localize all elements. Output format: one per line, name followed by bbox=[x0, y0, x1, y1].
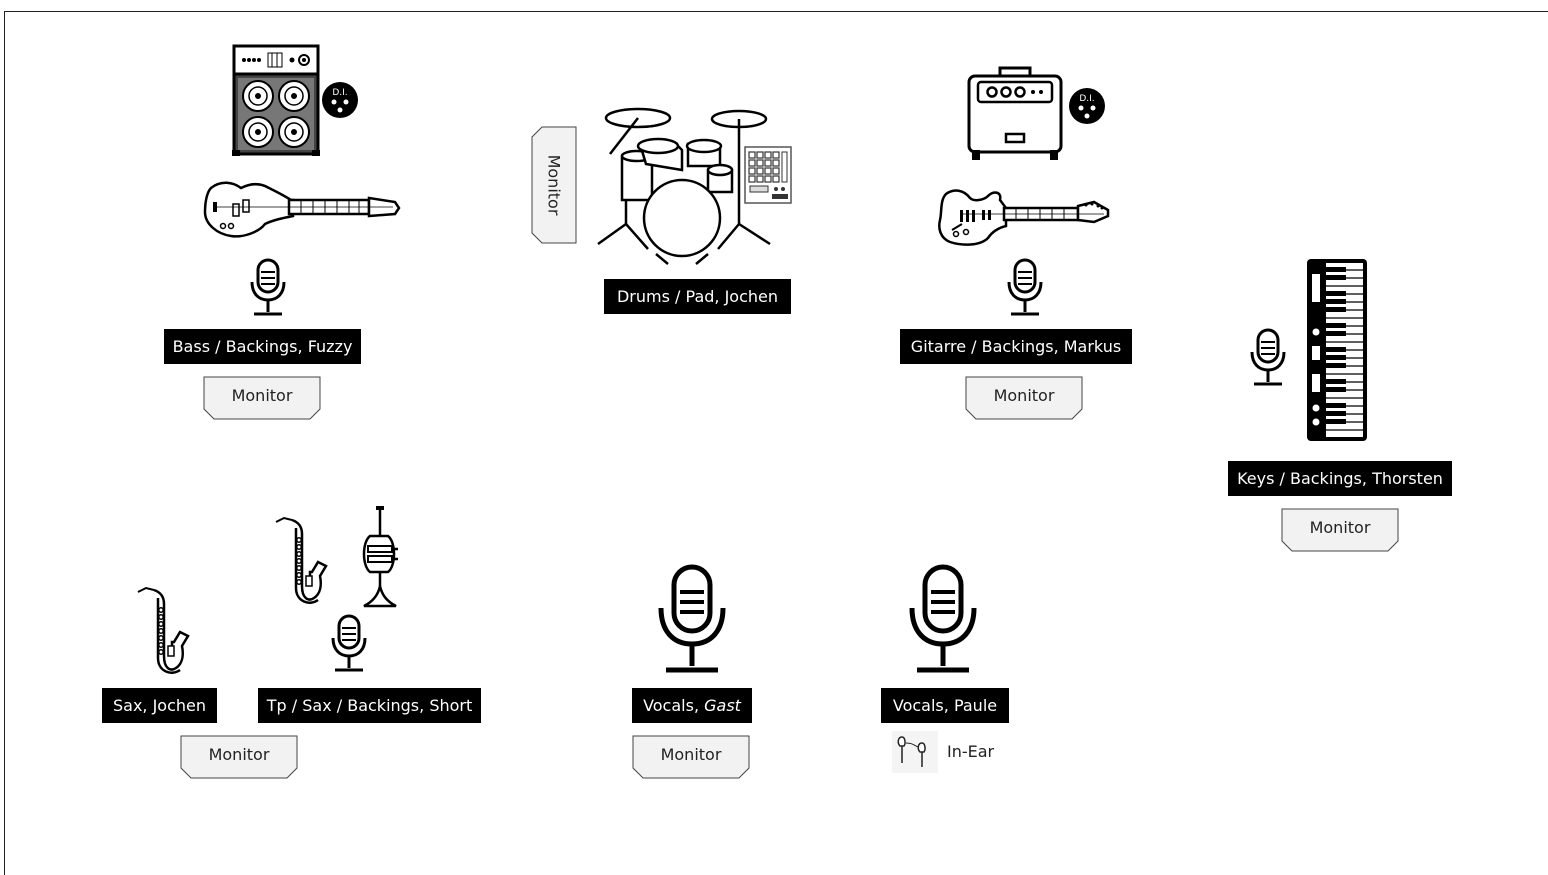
drum-pad-icon bbox=[744, 146, 794, 206]
guitar-microphone-icon bbox=[1005, 258, 1045, 318]
vocals-gast-label-prefix: Vocals, bbox=[643, 696, 704, 715]
vocals-gast-label-name: Gast bbox=[704, 696, 741, 715]
monitor-label: Monitor bbox=[965, 376, 1083, 416]
monitor-label: Monitor bbox=[545, 155, 564, 216]
bass-monitor: Monitor bbox=[203, 376, 321, 420]
svg-text:D.I.: D.I. bbox=[332, 88, 347, 98]
in-ear-label: In-Ear bbox=[947, 742, 994, 761]
bass-guitar-icon bbox=[203, 178, 401, 240]
keys-monitor: Monitor bbox=[1281, 508, 1399, 552]
gitarre-label: Gitarre / Backings, Markus bbox=[900, 329, 1132, 364]
vocals-gast-monitor: Monitor bbox=[632, 735, 750, 779]
electric-guitar-icon bbox=[936, 186, 1112, 248]
vocals-paule-label: Vocals, Paule bbox=[881, 688, 1009, 723]
bass-microphone-icon bbox=[248, 258, 288, 318]
tp-label: Tp / Sax / Backings, Short bbox=[258, 688, 481, 723]
horns-monitor: Monitor bbox=[180, 735, 298, 779]
di-box-icon: D.I. bbox=[321, 81, 359, 119]
monitor-label: Monitor bbox=[1281, 508, 1399, 548]
keys-microphone-icon bbox=[1248, 328, 1288, 388]
monitor-label: Monitor bbox=[203, 376, 321, 416]
svg-text:D.I.: D.I. bbox=[1079, 94, 1094, 104]
guitar-amp-icon bbox=[966, 66, 1064, 162]
bass-amp-icon bbox=[232, 44, 320, 157]
di-box-icon: D.I. bbox=[1068, 87, 1106, 125]
drums-monitor: Monitor bbox=[531, 126, 577, 244]
saxophone-icon bbox=[136, 586, 192, 676]
in-ear-icon bbox=[892, 731, 938, 773]
tp-microphone-icon bbox=[329, 614, 369, 674]
monitor-label: Monitor bbox=[180, 735, 298, 775]
gitarre-monitor: Monitor bbox=[965, 376, 1083, 420]
monitor-label: Monitor bbox=[632, 735, 750, 775]
drums-label: Drums / Pad, Jochen bbox=[604, 279, 791, 314]
vocals-gast-label: Vocals, Gast bbox=[632, 688, 752, 723]
keys-label: Keys / Backings, Thorsten bbox=[1228, 461, 1452, 496]
keyboard-icon bbox=[1306, 258, 1368, 442]
sax-label: Sax, Jochen bbox=[102, 688, 217, 723]
trumpet-icon bbox=[356, 506, 404, 608]
vocals-paule-microphone-icon bbox=[907, 564, 979, 676]
frame-top-border bbox=[4, 11, 1548, 12]
frame-left-border bbox=[4, 11, 5, 875]
bass-label: Bass / Backings, Fuzzy bbox=[164, 329, 361, 364]
vocals-gast-microphone-icon bbox=[656, 564, 728, 676]
saxophone-icon bbox=[274, 516, 330, 606]
